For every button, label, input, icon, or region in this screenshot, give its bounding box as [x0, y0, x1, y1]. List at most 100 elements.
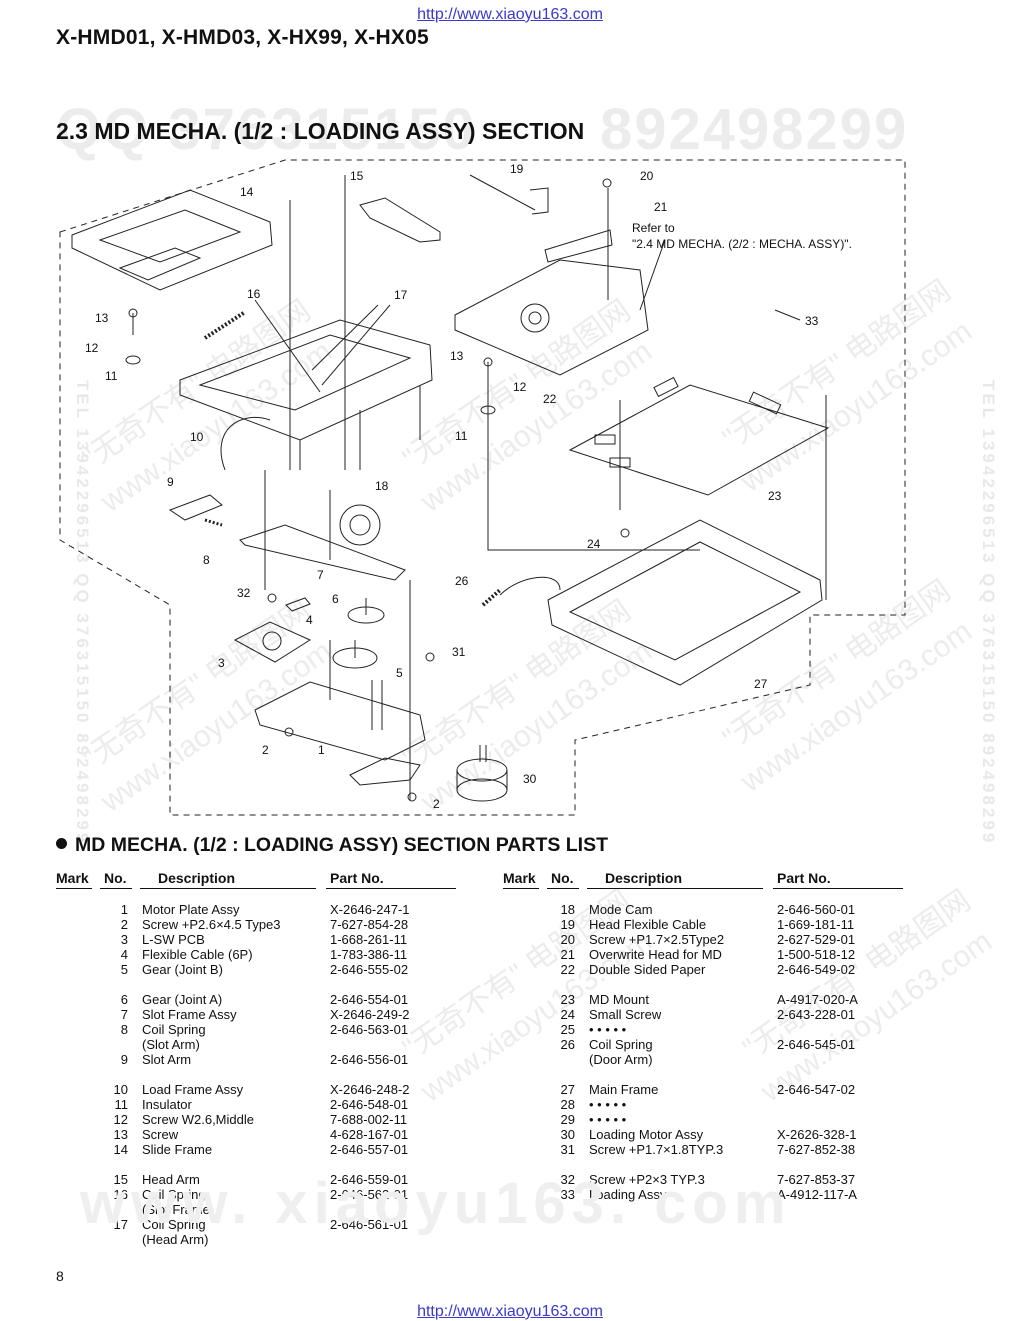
- part-number-index: 2: [120, 917, 128, 932]
- bottom-watermark: www. xiaoyu163. com: [80, 1171, 792, 1236]
- callout-10: 10: [190, 430, 204, 444]
- bottom-url-link[interactable]: http://www.xiaoyu163.com: [417, 1303, 603, 1320]
- part-description: Gear (Joint A): [142, 992, 223, 1007]
- parts-list-title-text: MD MECHA. (1/2 : LOADING ASSY) SECTION P…: [75, 834, 609, 856]
- callout-20: 20: [640, 169, 654, 183]
- callout-26: 26: [455, 574, 469, 588]
- part-number-index: 4: [120, 947, 128, 962]
- part-number-index: 8: [120, 1022, 128, 1037]
- part-description: Slot Frame Assy: [142, 1007, 237, 1022]
- callout-2: 2: [433, 797, 440, 811]
- part-description: MD Mount: [589, 992, 649, 1007]
- callout-27: 27: [754, 677, 768, 691]
- part-number-index: 15: [113, 1172, 128, 1187]
- table-row: 29• • • • •: [503, 1112, 923, 1127]
- part-code: A-4917-020-A: [777, 992, 858, 1007]
- part-code: 4-628-167-01: [330, 1127, 409, 1142]
- top-url-link[interactable]: http://www.xiaoyu163.com: [417, 6, 603, 23]
- part-description: Gear (Joint B): [142, 962, 223, 977]
- part-number-index: 7: [120, 1007, 128, 1022]
- mode-cam-shape: [339, 504, 381, 546]
- callout-32: 32: [237, 586, 251, 600]
- part-number-index: 27: [560, 1082, 575, 1097]
- refer-note-line1: Refer to: [632, 221, 675, 235]
- part-description: (Slot Arm): [142, 1037, 200, 1052]
- callout-30: 30: [523, 772, 537, 786]
- part-code: 2-646-559-01: [330, 1172, 409, 1187]
- part-code: 1-669-181-11: [777, 917, 855, 932]
- callout-4: 4: [306, 613, 313, 627]
- part-code: 2-646-562-01: [330, 1187, 409, 1202]
- part-description: Load Frame Assy: [142, 1082, 244, 1097]
- part-description: Loading Assy: [589, 1187, 667, 1202]
- part-description: Slot Arm: [142, 1052, 192, 1067]
- part-number-index: 18: [560, 902, 575, 917]
- part-number-index: 1: [120, 902, 128, 917]
- part-code: 2-646-549-02: [777, 962, 856, 977]
- callout-24: 24: [587, 537, 601, 551]
- part-number-index: 32: [560, 1172, 575, 1187]
- part-description: (Head Arm): [142, 1232, 209, 1247]
- page-number: 8: [56, 1268, 64, 1284]
- part-description: Screw +P2×3 TYP.3: [589, 1172, 705, 1187]
- callout-17: 17: [394, 288, 408, 302]
- part-code: 2-646-557-01: [330, 1142, 409, 1157]
- part-code: 2-627-529-01: [777, 932, 856, 947]
- part-number-index: 9: [120, 1052, 128, 1067]
- table-row: (Head Arm): [56, 1232, 476, 1247]
- callout-19: 19: [510, 162, 524, 176]
- table-row: (Slot Frame): [56, 1202, 476, 1217]
- col-header-part-no: Part No.: [777, 870, 831, 886]
- part-description: Screw +P1.7×2.5Type2: [589, 932, 725, 947]
- part-description: Mode Cam: [589, 902, 653, 917]
- part-description: Main Frame: [589, 1082, 659, 1097]
- part-code: X-2646-249-2: [330, 1007, 410, 1022]
- part-description: Screw W2.6,Middle: [142, 1112, 254, 1127]
- table-row: 7 Slot Frame Assy X-2646-249-2: [56, 1007, 476, 1022]
- col-header-description: Description: [158, 870, 236, 886]
- callout-33: 33: [805, 314, 819, 328]
- callout-2: 2: [262, 743, 269, 757]
- part-description: Coil Spring: [142, 1217, 206, 1232]
- col-header-no: No.: [551, 870, 574, 886]
- callout-8: 8: [203, 553, 210, 567]
- callout-12: 12: [85, 341, 99, 355]
- part-description: Double Sided Paper: [589, 962, 706, 977]
- part-description: (Door Arm): [589, 1052, 653, 1067]
- coil-spring-shape: [203, 310, 247, 340]
- part-code: 2-646-547-02: [777, 1082, 856, 1097]
- part-description: Loading Motor Assy: [589, 1127, 704, 1142]
- part-number-index: 12: [113, 1112, 128, 1127]
- part-description: Small Screw: [589, 1007, 662, 1022]
- part-description: Coil Spring: [142, 1187, 206, 1202]
- part-number-index: 31: [560, 1142, 575, 1157]
- part-description: Head Arm: [142, 1172, 200, 1187]
- callout-16: 16: [247, 287, 261, 301]
- load-frame-shape: [179, 319, 433, 441]
- part-description: Coil Spring: [589, 1037, 653, 1052]
- part-code: 1-783-386-11: [330, 947, 408, 962]
- callout-11: 11: [455, 429, 468, 443]
- part-number-index: 21: [560, 947, 575, 962]
- part-description: • • • • •: [589, 1022, 627, 1037]
- part-description: Slide Frame: [142, 1142, 213, 1157]
- part-number-index: 22: [560, 962, 575, 977]
- callout-3: 3: [218, 656, 225, 670]
- part-number-index: 3: [120, 932, 128, 947]
- model-numbers-header: X-HMD01, X-HMD03, X-HX99, X-HX05: [56, 26, 429, 49]
- part-description: Overwrite Head for MD: [589, 947, 722, 962]
- callout-23: 23: [768, 489, 782, 503]
- part-description: Screw: [142, 1127, 179, 1142]
- part-code: 2-643-228-01: [777, 1007, 856, 1022]
- part-code: 7-627-852-38: [777, 1142, 856, 1157]
- table-row: [56, 977, 476, 992]
- callout-21: 21: [654, 200, 668, 214]
